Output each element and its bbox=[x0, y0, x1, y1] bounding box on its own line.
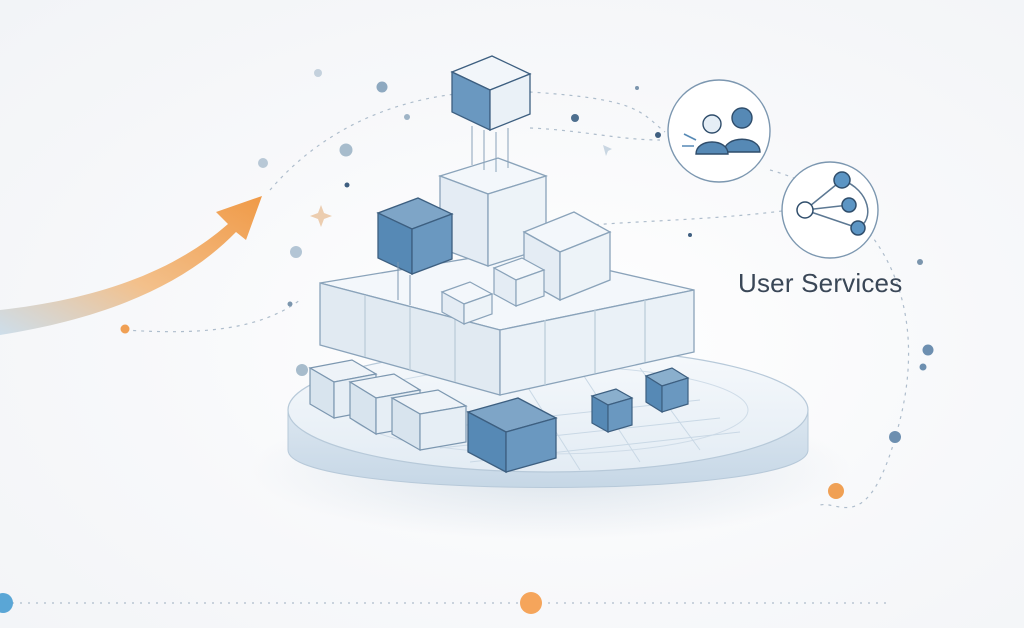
trend-arrow-icon bbox=[0, 196, 262, 335]
network-icon bbox=[796, 171, 869, 236]
right-blue-cubes bbox=[590, 367, 690, 434]
network-node bbox=[781, 161, 879, 259]
users-icon bbox=[682, 107, 761, 155]
user-services-label: User Services bbox=[738, 268, 903, 298]
connection-lines bbox=[12, 90, 910, 604]
front-blue-cube bbox=[466, 397, 558, 474]
lower-cube-row bbox=[308, 359, 468, 452]
orbit-line-top bbox=[269, 90, 666, 191]
small-white-cubes bbox=[440, 257, 546, 326]
orbit-line-left bbox=[124, 299, 301, 333]
orbit-line-upper bbox=[529, 127, 661, 141]
orbit-line-mid bbox=[539, 209, 791, 231]
floating-top-cube bbox=[450, 55, 532, 172]
orbit-line-right bbox=[769, 169, 910, 509]
left-blue-cube bbox=[376, 197, 454, 305]
users-node bbox=[667, 79, 771, 183]
right-white-cube bbox=[522, 211, 612, 302]
